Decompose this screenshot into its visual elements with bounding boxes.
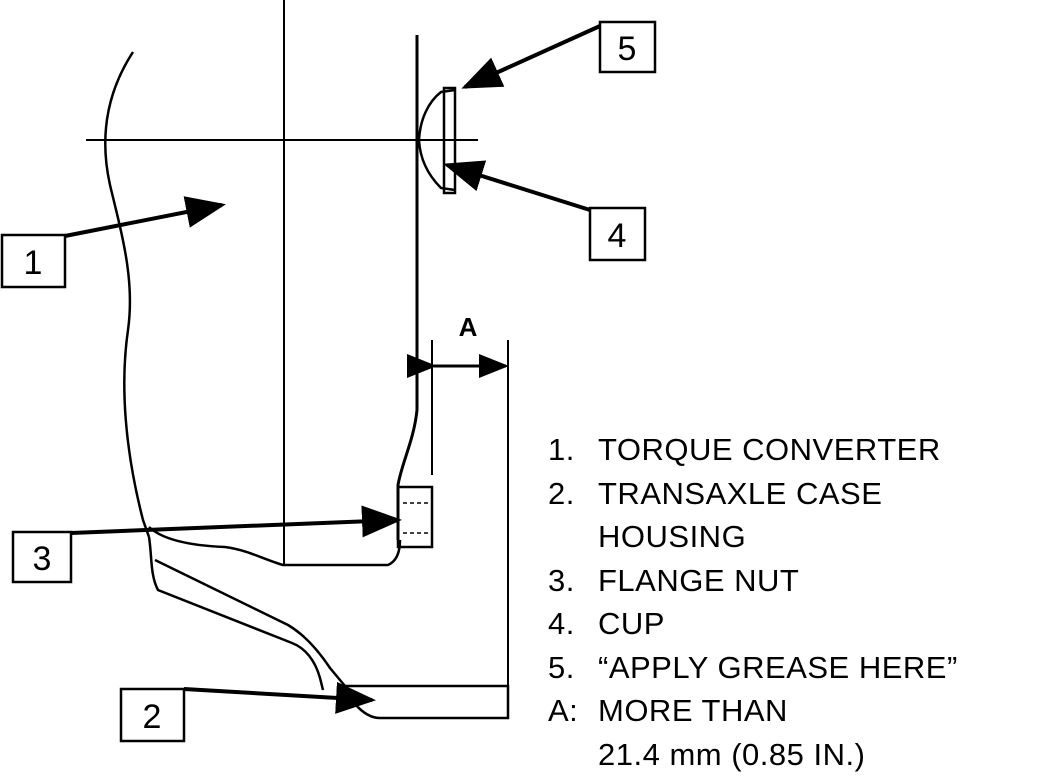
converter-body-contour xyxy=(149,527,400,565)
legend-item: 4.CUP xyxy=(548,602,1048,646)
svg-text:2: 2 xyxy=(143,698,162,736)
flange-nut xyxy=(398,487,432,547)
torque-converter-outline xyxy=(105,52,149,537)
transaxle-case-housing xyxy=(149,537,323,690)
legend-line: “APPLY GREASE HERE” xyxy=(598,646,958,690)
legend-line: CUP xyxy=(598,602,665,646)
legend-key: A: xyxy=(548,689,598,776)
legend-item: 1.TORQUE CONVERTER xyxy=(548,428,1048,472)
callout-2: 2 xyxy=(121,689,184,741)
legend-key: 3. xyxy=(548,559,598,603)
leader-arrow-2 xyxy=(184,689,372,700)
legend-line: MORE THAN xyxy=(598,689,865,733)
legend-text: CUP xyxy=(598,602,665,646)
legend-key: 1. xyxy=(548,428,598,472)
housing-mounting-face xyxy=(345,686,508,718)
legend-line: TRANSAXLE CASE xyxy=(598,472,882,516)
legend-line: FLANGE NUT xyxy=(598,559,799,603)
leader-arrow-1 xyxy=(65,205,222,236)
legend-key: 4. xyxy=(548,602,598,646)
legend-key: 2. xyxy=(548,472,598,559)
legend-key: 5. xyxy=(548,646,598,690)
leader-arrow-3 xyxy=(71,520,398,533)
leader-arrow-4 xyxy=(447,165,590,210)
converter-right-face xyxy=(398,35,417,540)
legend-text: “APPLY GREASE HERE” xyxy=(598,646,958,690)
legend-text: TORQUE CONVERTER xyxy=(598,428,941,472)
callout-3: 3 xyxy=(13,532,71,582)
legend-item: 3.FLANGE NUT xyxy=(548,559,1048,603)
legend-line: TORQUE CONVERTER xyxy=(598,428,941,472)
leader-arrow-5 xyxy=(465,26,600,87)
svg-text:1: 1 xyxy=(24,244,43,282)
dimension-label: A xyxy=(459,312,478,342)
legend-text: FLANGE NUT xyxy=(598,559,799,603)
callout-5: 5 xyxy=(600,22,655,72)
svg-text:4: 4 xyxy=(608,217,627,255)
legend-item: 5.“APPLY GREASE HERE” xyxy=(548,646,1048,690)
callout-4: 4 xyxy=(590,208,645,260)
legend-line: HOUSING xyxy=(598,515,882,559)
callout-1: 1 xyxy=(2,235,65,287)
legend-line: 21.4 mm (0.85 IN.) xyxy=(598,733,865,776)
svg-text:5: 5 xyxy=(618,30,637,68)
svg-text:3: 3 xyxy=(33,540,52,578)
